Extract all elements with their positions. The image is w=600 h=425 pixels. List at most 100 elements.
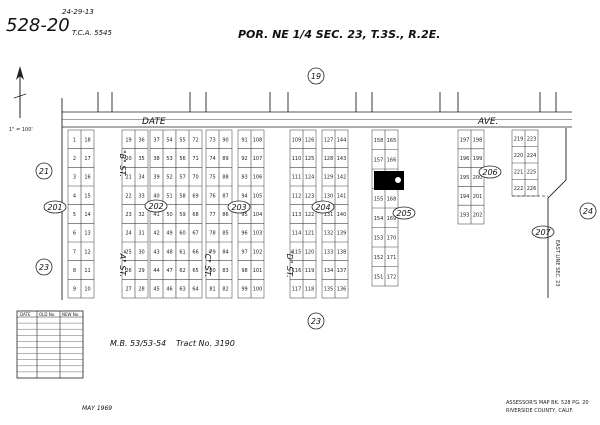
lot-number: 57 [179, 175, 185, 181]
lot-number: 153 [374, 235, 384, 241]
section-23-south: 23 [307, 312, 325, 330]
section-23-west: 23 [35, 258, 53, 276]
lot-number: 6 [73, 231, 76, 237]
lot-number: 118 [305, 287, 315, 293]
lot-number: 110 [292, 156, 302, 162]
lot-number: 24 [125, 231, 131, 237]
lot-number: 166 [387, 157, 397, 163]
svg-text:21: 21 [39, 167, 49, 176]
lot-number: 50 [166, 212, 172, 218]
date-code: 24-29-13 [62, 8, 94, 16]
lot-number: 130 [324, 193, 334, 199]
block-207: 207 [531, 225, 555, 239]
lot-number: 49 [166, 231, 172, 237]
date-ave: DATE AVE. [62, 111, 572, 128]
lot-number: 55 [179, 137, 185, 143]
lot-number: 197 [460, 137, 470, 143]
lot-column-c9: 1581651571661561671551681541691531701521… [371, 129, 399, 287]
lot-number: 100 [253, 287, 263, 293]
lot-number: 96 [241, 231, 247, 237]
lot-number: 72 [192, 137, 198, 143]
lot-number: 70 [192, 175, 198, 181]
lot-number: 87 [222, 193, 228, 199]
lot-number: 40 [153, 193, 159, 199]
lot-number: 152 [374, 255, 384, 261]
lot-number: 73 [209, 137, 215, 143]
lot-number: 140 [337, 212, 347, 218]
lot-number: 62 [179, 268, 185, 274]
lot-number: 91 [241, 137, 247, 143]
lot-number: 115 [292, 249, 302, 255]
lot-number: 93 [241, 175, 247, 181]
lot-number: 4 [73, 193, 76, 199]
lot-number: 37 [153, 137, 159, 143]
lot-number: 122 [305, 212, 315, 218]
lot-number: 77 [209, 212, 215, 218]
lot-number: 143 [337, 156, 347, 162]
lot-number: 75 [209, 175, 215, 181]
scale-note: 1" = 100' [9, 127, 33, 133]
lot-number: 90 [222, 137, 228, 143]
svg-text:204: 204 [315, 203, 330, 212]
lot-number: 63 [179, 287, 185, 293]
lot-number: 79 [209, 249, 215, 255]
lot-number: 74 [209, 156, 215, 162]
svg-text:24: 24 [583, 207, 593, 216]
east-boundary [512, 128, 567, 298]
highlighted-parcel [374, 171, 404, 190]
lot-number: 13 [84, 231, 90, 237]
lot-number: 200 [473, 175, 483, 181]
svg-text:23: 23 [311, 317, 321, 326]
lot-number: 22 [125, 193, 131, 199]
lot-number: 111 [292, 175, 302, 181]
lot-number: 39 [153, 175, 159, 181]
lot-number: 113 [292, 212, 302, 218]
lot-number: 52 [166, 175, 172, 181]
lot-number: 109 [292, 137, 302, 143]
lot-number: 81 [209, 287, 215, 293]
lot-number: 169 [387, 216, 397, 222]
lot-number: 41 [153, 212, 159, 218]
lot-number: 116 [292, 268, 302, 274]
lot-number: 220 [514, 153, 524, 159]
lot-number: 201 [473, 194, 483, 200]
lot-number: 131 [324, 212, 334, 218]
lot-number: 129 [324, 175, 334, 181]
lot-number: 44 [153, 268, 159, 274]
lot-number: 71 [192, 156, 198, 162]
footer-line-1: ASSESSOR'S MAP BK. 528 PG. 20 [506, 400, 589, 406]
lot-number: 193 [460, 213, 470, 219]
lot-number: 121 [305, 231, 315, 237]
lot-number: 137 [337, 268, 347, 274]
svg-text:207: 207 [535, 228, 551, 237]
svg-text:203: 203 [231, 203, 246, 212]
lot-number: 126 [305, 137, 315, 143]
block-204: 204 [311, 200, 335, 214]
tca-label: T.C.A. 5545 [72, 29, 113, 37]
lot-number: 12 [84, 249, 90, 255]
lot-number: 11 [84, 268, 90, 274]
lot-number: 15 [84, 193, 90, 199]
lot-number: 154 [374, 216, 384, 222]
lot-number: 5 [73, 212, 76, 218]
lot-number: 9 [73, 287, 76, 293]
table-header-date: DATE [20, 312, 31, 317]
lot-number: 64 [192, 287, 198, 293]
lot-number: 3 [73, 175, 76, 181]
lot-number: 223 [527, 136, 537, 142]
lot-number: 136 [337, 287, 347, 293]
lot-number: 132 [324, 231, 334, 237]
lot-number: 151 [374, 274, 384, 280]
lot-number: 198 [473, 137, 483, 143]
lot-number: 112 [292, 193, 302, 199]
svg-text:201: 201 [47, 203, 62, 212]
c-street-label: "C" ST. [203, 250, 212, 277]
svg-text:19: 19 [311, 72, 321, 81]
lot-number: 155 [374, 196, 384, 202]
lot-number: 170 [387, 235, 397, 241]
lot-number: 80 [209, 268, 215, 274]
lot-number: 138 [337, 249, 347, 255]
